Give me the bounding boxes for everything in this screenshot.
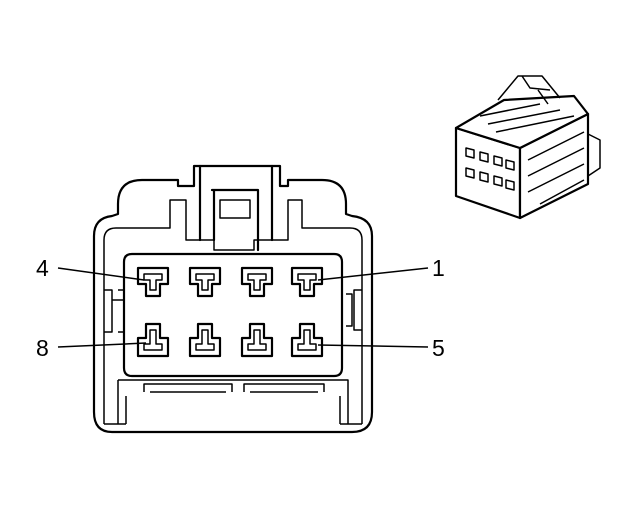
- iso-top-ribs: [479, 103, 575, 133]
- left-side-rib: [104, 289, 125, 333]
- iso-top: [454, 94, 590, 150]
- iso-pin: [493, 155, 503, 167]
- iso-pin: [493, 175, 503, 187]
- iso-pin: [505, 179, 515, 191]
- connector-outer-shell: [92, 164, 374, 434]
- leader-line-pin-8: [57, 342, 147, 348]
- locking-tab: [198, 164, 274, 252]
- terminal-cavity-inner: [195, 273, 215, 291]
- terminal-cavity: [188, 322, 222, 358]
- pin-label-4: 4: [36, 255, 49, 281]
- terminal-cavity: [188, 266, 222, 298]
- bottom-feet: [104, 396, 362, 425]
- terminal-cavity: [240, 322, 274, 358]
- terminal-cavity-inner: [297, 273, 317, 291]
- iso-pin: [479, 151, 489, 163]
- iso-pin: [465, 147, 475, 159]
- terminal-cavity: [290, 322, 324, 358]
- pin-label-5: 5: [432, 335, 445, 361]
- connector-isometric-view: [454, 75, 601, 220]
- leader-line-pin-5: [317, 344, 429, 348]
- terminal-cavity-inner: [195, 329, 215, 351]
- lower-bay: [117, 379, 349, 424]
- pin-label-8: 8: [36, 335, 49, 361]
- terminal-cavity: [136, 322, 170, 358]
- lock-window: [219, 199, 251, 219]
- terminal-cavity: [240, 266, 274, 298]
- iso-pin: [505, 159, 515, 171]
- connector-inner-shell: [103, 199, 363, 424]
- lower-rib-right: [243, 383, 325, 393]
- iso-pin: [479, 171, 489, 183]
- iso-side-clip: [587, 133, 601, 177]
- terminal-cavity-inner: [247, 329, 267, 351]
- leader-line-pin-4: [57, 267, 145, 281]
- terminal-cavity-inner: [247, 273, 267, 291]
- iso-latch: [497, 75, 561, 105]
- pin-label-1: 1: [432, 255, 445, 281]
- iso-side-ribs: [527, 131, 585, 205]
- terminal-cavity: [290, 266, 324, 298]
- leader-line-pin-1: [317, 267, 429, 281]
- terminal-cavity-inner: [143, 273, 163, 291]
- lower-rib-left: [143, 383, 233, 393]
- bottom-pin-row: [136, 322, 324, 358]
- right-side-rib: [346, 289, 362, 331]
- connector-face-view: 4 1 8 5: [36, 164, 445, 434]
- terminal-cavity-inner: [297, 329, 317, 351]
- terminal-cavity-inner: [143, 329, 163, 351]
- iso-pin: [465, 167, 475, 179]
- iso-pins: [465, 147, 515, 191]
- terminal-cavity: [136, 266, 170, 298]
- top-pin-row: [136, 266, 324, 298]
- terminal-cavity-block: [122, 252, 344, 378]
